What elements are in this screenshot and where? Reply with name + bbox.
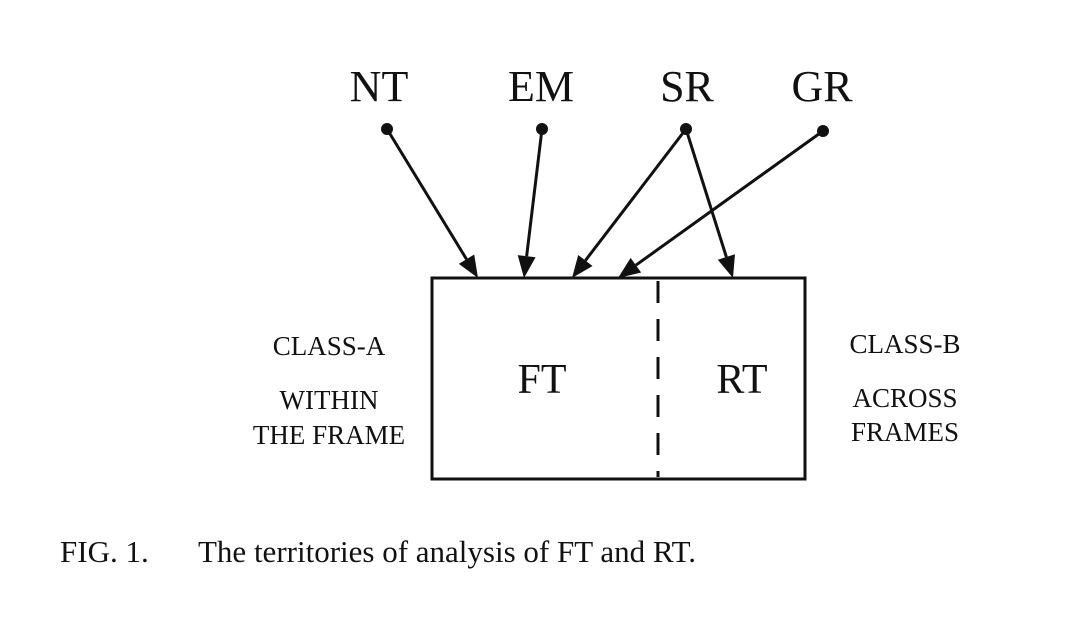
arrowhead-em-to-ft: [517, 255, 536, 278]
source-label-nt: NT: [350, 62, 409, 111]
arrowhead-sr-to-rt: [717, 254, 735, 278]
arrow-nt-to-ft: [385, 128, 468, 261]
source-label-gr: GR: [791, 62, 853, 111]
caption-number: FIG. 1.: [60, 534, 149, 569]
the-frame-label: THE FRAME: [253, 420, 405, 450]
class-a-label: CLASS-A: [273, 331, 386, 361]
ft-label: FT: [517, 357, 566, 403]
across-label: ACROSS: [852, 383, 957, 413]
arrowhead-sr-to-ft: [572, 255, 593, 278]
source-label-em: EM: [508, 62, 574, 111]
class-b-label: CLASS-B: [849, 329, 960, 359]
frames-label: FRAMES: [851, 417, 959, 447]
arrow-gr-to-ft: [635, 129, 824, 267]
arrow-em-to-ft: [525, 128, 544, 257]
arrow-sr-to-ft: [584, 128, 688, 262]
source-label-sr: SR: [660, 62, 714, 111]
arrowhead-gr-to-ft: [618, 257, 642, 278]
rt-label: RT: [716, 357, 767, 403]
arrowhead-nt-to-ft: [458, 254, 478, 278]
arrow-sr-to-rt: [684, 128, 728, 258]
territory-box: [430, 276, 807, 481]
within-label: WITHIN: [280, 385, 379, 415]
arrows-group: [385, 128, 824, 278]
caption-text: The territories of analysis of FT and RT…: [198, 534, 696, 569]
